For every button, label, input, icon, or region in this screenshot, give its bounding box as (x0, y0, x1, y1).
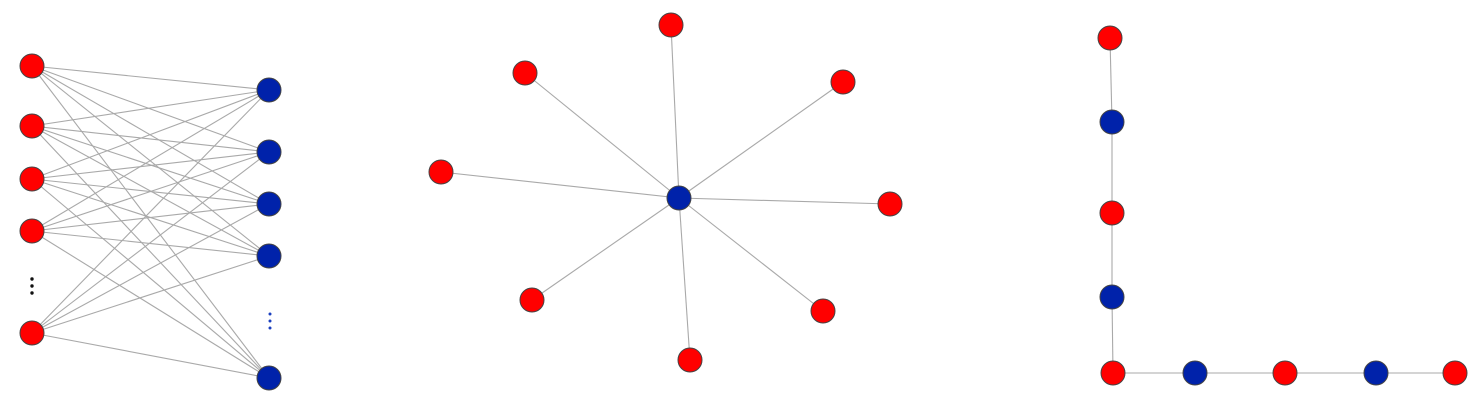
path-node (1099, 200, 1125, 226)
bipartite-edge (31, 151, 270, 334)
path-edges (1109, 37, 1455, 374)
bipartite-left-node (19, 166, 45, 192)
path-nodes (1097, 25, 1468, 386)
star-leaf-node (658, 12, 684, 38)
star-center-node (666, 185, 692, 211)
star-leaf-node (810, 298, 836, 324)
bipartite-right-node (256, 139, 282, 165)
star-leaf-node (519, 287, 545, 313)
bipartite-edge (31, 65, 270, 91)
bipartite-right-node (256, 243, 282, 269)
bipartite-edge (31, 65, 270, 153)
left-ellipsis-dot (30, 291, 34, 295)
path-node (1100, 360, 1126, 386)
bipartite-edge (31, 125, 270, 153)
star-leaf-node (877, 191, 903, 217)
bipartite-left-node (19, 53, 45, 79)
bipartite-edge (31, 203, 270, 334)
bipartite-left-node (19, 113, 45, 139)
star-edge (678, 197, 691, 361)
star-edge (678, 197, 891, 205)
left-ellipsis-dot (30, 277, 34, 281)
star-nodes (428, 12, 903, 373)
star-leaf-node (677, 347, 703, 373)
left-ellipsis-dot (30, 284, 34, 288)
bipartite-edge (31, 332, 270, 379)
right-ellipsis-dot (268, 326, 272, 330)
bipartite-edge (31, 65, 270, 379)
bipartite-right-node (256, 191, 282, 217)
star-edge (678, 197, 824, 312)
bipartite-edge (31, 89, 270, 232)
path-edge (1111, 296, 1114, 374)
star-leaf-node (512, 60, 538, 86)
bipartite-edge (31, 151, 270, 232)
star-edges (440, 24, 891, 361)
right-ellipsis-dot (268, 319, 272, 323)
star-edge (678, 81, 844, 199)
bipartite-edge (31, 255, 270, 334)
bipartite-right-node (256, 365, 282, 391)
star-edge (440, 171, 680, 199)
star-graph (428, 12, 903, 373)
path-node (1272, 360, 1298, 386)
bipartite-right-node (256, 77, 282, 103)
bipartite-edge (31, 89, 270, 127)
star-edge (670, 24, 680, 199)
path-node (1442, 360, 1468, 386)
bipartite-edge (31, 230, 270, 257)
path-node (1182, 360, 1208, 386)
bipartite-edges (31, 65, 270, 379)
path-node (1099, 109, 1125, 135)
star-edge (531, 197, 680, 301)
star-edge (524, 72, 680, 199)
path-graph (1097, 25, 1468, 386)
bipartite-nodes (19, 53, 282, 391)
bipartite-edge (31, 178, 270, 379)
path-node (1097, 25, 1123, 51)
path-node (1363, 360, 1389, 386)
complete-bipartite-graph (19, 53, 282, 391)
star-leaf-node (830, 69, 856, 95)
bipartite-edge (31, 151, 270, 180)
path-edge (1109, 37, 1113, 123)
bipartite-left-node (19, 218, 45, 244)
bipartite-edge (31, 89, 270, 334)
bipartite-left-node (19, 320, 45, 346)
bipartite-edge (31, 125, 270, 379)
bipartite-edge (31, 230, 270, 379)
star-leaf-node (428, 159, 454, 185)
bipartite-edge (31, 203, 270, 232)
bipartite-edge (31, 89, 270, 180)
path-node (1099, 284, 1125, 310)
right-ellipsis-dot (268, 312, 272, 316)
